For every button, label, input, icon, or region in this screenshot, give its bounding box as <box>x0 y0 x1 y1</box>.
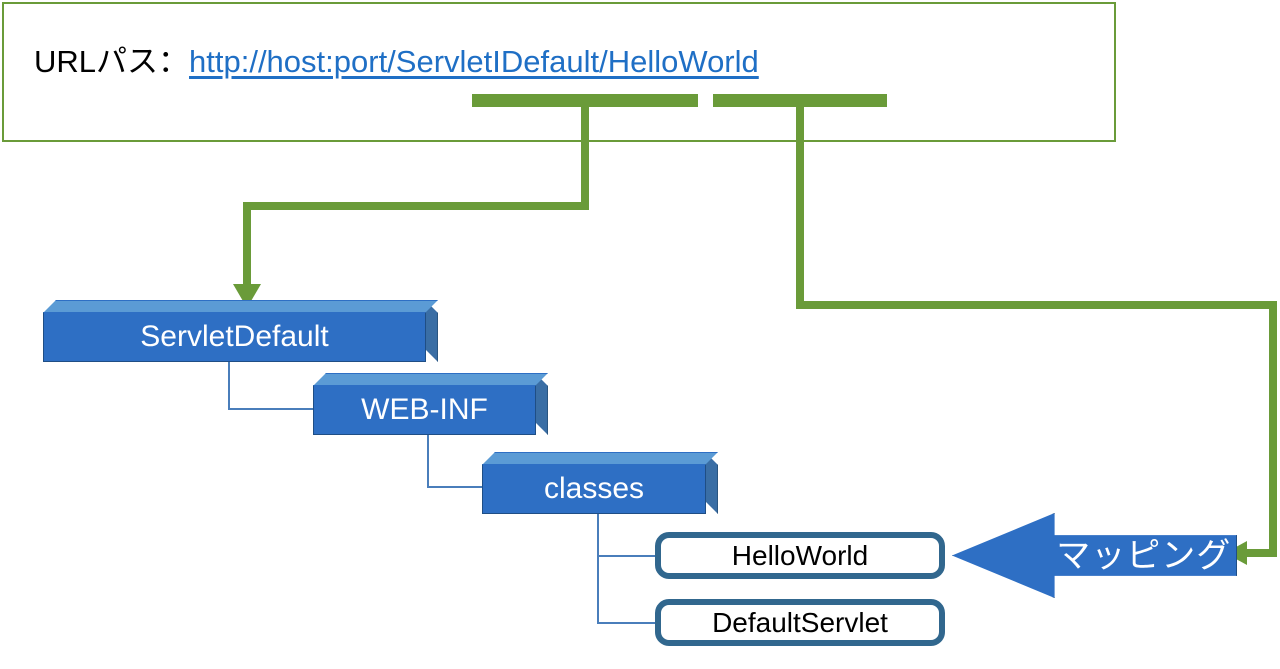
green-connector-servlet-horizontal-bottom <box>1245 549 1277 557</box>
mapping-arrow: マッピング <box>952 513 1237 598</box>
url-path-line: URLパス：http://host:port/ServletIDefault/H… <box>34 46 759 77</box>
green-connector-servlet-vertical-top <box>796 106 804 309</box>
class-box-helloworld[interactable]: HelloWorld <box>655 532 945 579</box>
tree-connector-classes-children-vertical <box>597 514 599 624</box>
highlight-bar-app-context <box>472 94 698 107</box>
folder-front-face: WEB-INF <box>313 385 536 435</box>
highlight-bar-servlet-name <box>713 94 887 107</box>
mapping-arrow-label: マッピング <box>1056 536 1232 575</box>
green-connector-servlet-vertical-right <box>1269 301 1277 553</box>
url-path-panel <box>2 2 1116 142</box>
tree-connector-webinf-classes-vertical <box>427 435 429 488</box>
tree-connector-webinf-classes-horizontal <box>427 486 485 488</box>
folder-label: WEB-INF <box>361 393 488 426</box>
folder-top-face <box>43 300 438 313</box>
tree-connector-classes-helloworld-horizontal <box>597 555 657 557</box>
tree-connector-servletdefault-webinf-vertical <box>228 362 230 410</box>
folder-label: classes <box>543 472 645 505</box>
folder-web-inf[interactable]: WEB-INF <box>313 373 548 435</box>
folder-front-face: classes <box>482 464 706 514</box>
url-path-label: URLパス： <box>34 44 190 79</box>
green-connector-app-vertical-top <box>581 106 589 210</box>
folder-label: ServletDefault <box>140 320 329 353</box>
folder-front-face: ServletDefault <box>43 312 426 362</box>
folder-classes[interactable]: classes <box>482 452 718 514</box>
tree-connector-classes-defaultservlet-horizontal <box>597 622 657 624</box>
green-connector-app-horizontal <box>243 202 589 210</box>
green-connector-app-vertical-bottom <box>243 202 251 288</box>
tree-connector-servletdefault-webinf-horizontal <box>228 408 316 410</box>
green-connector-servlet-horizontal-top <box>796 301 1277 309</box>
folder-servletdefault[interactable]: ServletDefault <box>43 300 438 362</box>
folder-top-face <box>482 452 718 465</box>
url-path-link[interactable]: http://host:port/ServletIDefault/HelloWo… <box>189 44 759 79</box>
class-box-defaultservlet[interactable]: DefaultServlet <box>655 599 945 646</box>
folder-top-face <box>313 373 548 386</box>
